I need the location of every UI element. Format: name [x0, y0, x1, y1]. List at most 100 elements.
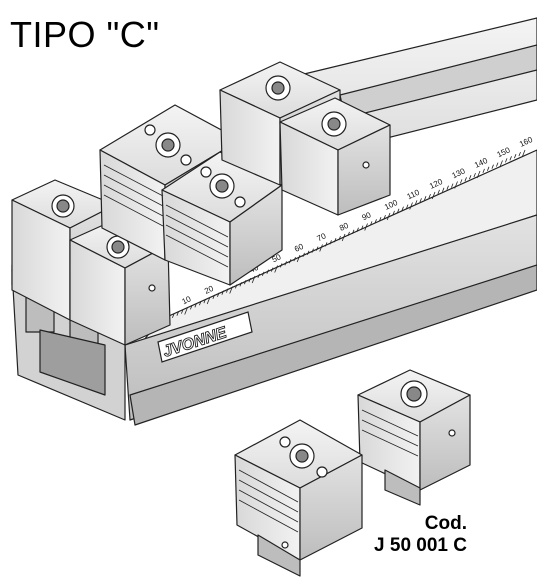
scale-tick: [356, 227, 359, 232]
scale-tick: [251, 275, 256, 284]
scale-tick: [514, 154, 517, 159]
scale-tick: [217, 292, 220, 297]
scale-tick: [370, 221, 373, 226]
scale-tick: [319, 244, 323, 252]
scale-tick: [226, 288, 229, 293]
scale-tick: [451, 183, 454, 188]
scale-tick: [221, 290, 224, 295]
scale-tick: [271, 267, 274, 272]
scale-label: 140: [473, 156, 489, 170]
scale-tick: [172, 313, 175, 318]
scale-label: 70: [316, 231, 328, 243]
scale-tick: [386, 212, 391, 221]
scale-tick: [341, 233, 346, 242]
loose-jaw-right: [357, 369, 471, 506]
scale-tick: [442, 187, 445, 192]
scale-tick: [419, 198, 422, 203]
scale-tick: [424, 196, 427, 201]
scale-tick: [464, 177, 467, 182]
scale-tick: [199, 301, 202, 306]
scale-tick: [235, 284, 238, 289]
scale-tick: [325, 242, 328, 247]
scale-tick: [509, 156, 512, 161]
scale-tick: [374, 219, 377, 224]
groove-lines: [103, 164, 229, 268]
jaw-middle: [99, 104, 283, 286]
scale-tick: [406, 204, 409, 209]
scale-tick: [476, 170, 481, 179]
scale-tick: [274, 265, 278, 273]
scale-tick: [316, 246, 319, 251]
scale-tick: [184, 307, 188, 315]
scale-tick: [280, 263, 283, 268]
scale-tick: [401, 206, 404, 211]
scale-tick: [307, 250, 310, 255]
scale-tick: [311, 248, 314, 253]
scale-tick: [181, 309, 184, 314]
scale-tick: [244, 280, 247, 285]
scale-tick: [206, 296, 211, 305]
scale-label: 120: [428, 177, 444, 191]
scale-tick: [496, 162, 499, 167]
loose-jaw-left: [234, 419, 363, 577]
scale-tick: [460, 179, 463, 184]
scale-label: 160: [518, 135, 534, 149]
scale-label: 60: [293, 242, 305, 254]
scale-tick: [296, 254, 301, 263]
scale-tick: [469, 175, 472, 180]
scale-tick: [203, 298, 206, 304]
code-value: J 50 001 C: [374, 535, 467, 556]
jaw-back: [219, 61, 391, 216]
scale-label: 100: [383, 198, 399, 212]
scale-tick: [428, 193, 431, 199]
scale-label: 90: [361, 210, 373, 222]
scale-tick: [431, 191, 436, 200]
scale-tick: [379, 217, 382, 222]
scale-tick: [454, 181, 458, 189]
scale-tick: [364, 223, 368, 231]
scale-label: 110: [406, 188, 422, 202]
scale-label: 10: [181, 294, 193, 306]
code-label: Cod.: [424, 513, 467, 534]
scale-tick: [176, 311, 179, 316]
scale-tick: [491, 164, 494, 169]
scale-label: 150: [496, 145, 512, 159]
scale-label: 130: [451, 166, 467, 180]
jaw-front-left: [11, 179, 171, 346]
scale-tick: [487, 166, 490, 171]
scale-tick: [289, 259, 292, 264]
scale-tick: [482, 168, 485, 174]
scale-tick: [518, 151, 521, 157]
scale-tick: [473, 172, 476, 178]
scale-tick: [334, 238, 337, 243]
product-code: Cod. J 50 001 C: [374, 513, 467, 557]
scale-tick: [329, 240, 332, 245]
scale-tick: [248, 277, 251, 283]
scale-label: 20: [203, 284, 215, 296]
scale-tick: [284, 261, 287, 266]
scale-tick: [437, 189, 440, 195]
scale-tick: [361, 225, 364, 230]
scale-tick: [499, 160, 503, 168]
scale-tick: [446, 185, 449, 190]
scale-tick: [257, 273, 260, 279]
scale-tick: [415, 200, 418, 205]
scale-tick: [347, 231, 350, 237]
scale-tick: [409, 202, 413, 210]
scale-tick: [302, 252, 305, 258]
scale-tick: [194, 303, 197, 308]
scale-tick: [239, 282, 242, 287]
scale-tick: [229, 286, 233, 294]
scale-tick: [392, 210, 395, 216]
scale-tick: [383, 214, 386, 220]
scale-tick: [212, 294, 215, 300]
scale-tick: [262, 271, 265, 276]
scale-tick: [338, 235, 341, 241]
scale-tick: [505, 158, 508, 163]
scale-tick: [521, 149, 526, 158]
scale-tick: [352, 229, 355, 234]
scale-tick: [397, 208, 400, 213]
scale-tick: [190, 305, 193, 310]
